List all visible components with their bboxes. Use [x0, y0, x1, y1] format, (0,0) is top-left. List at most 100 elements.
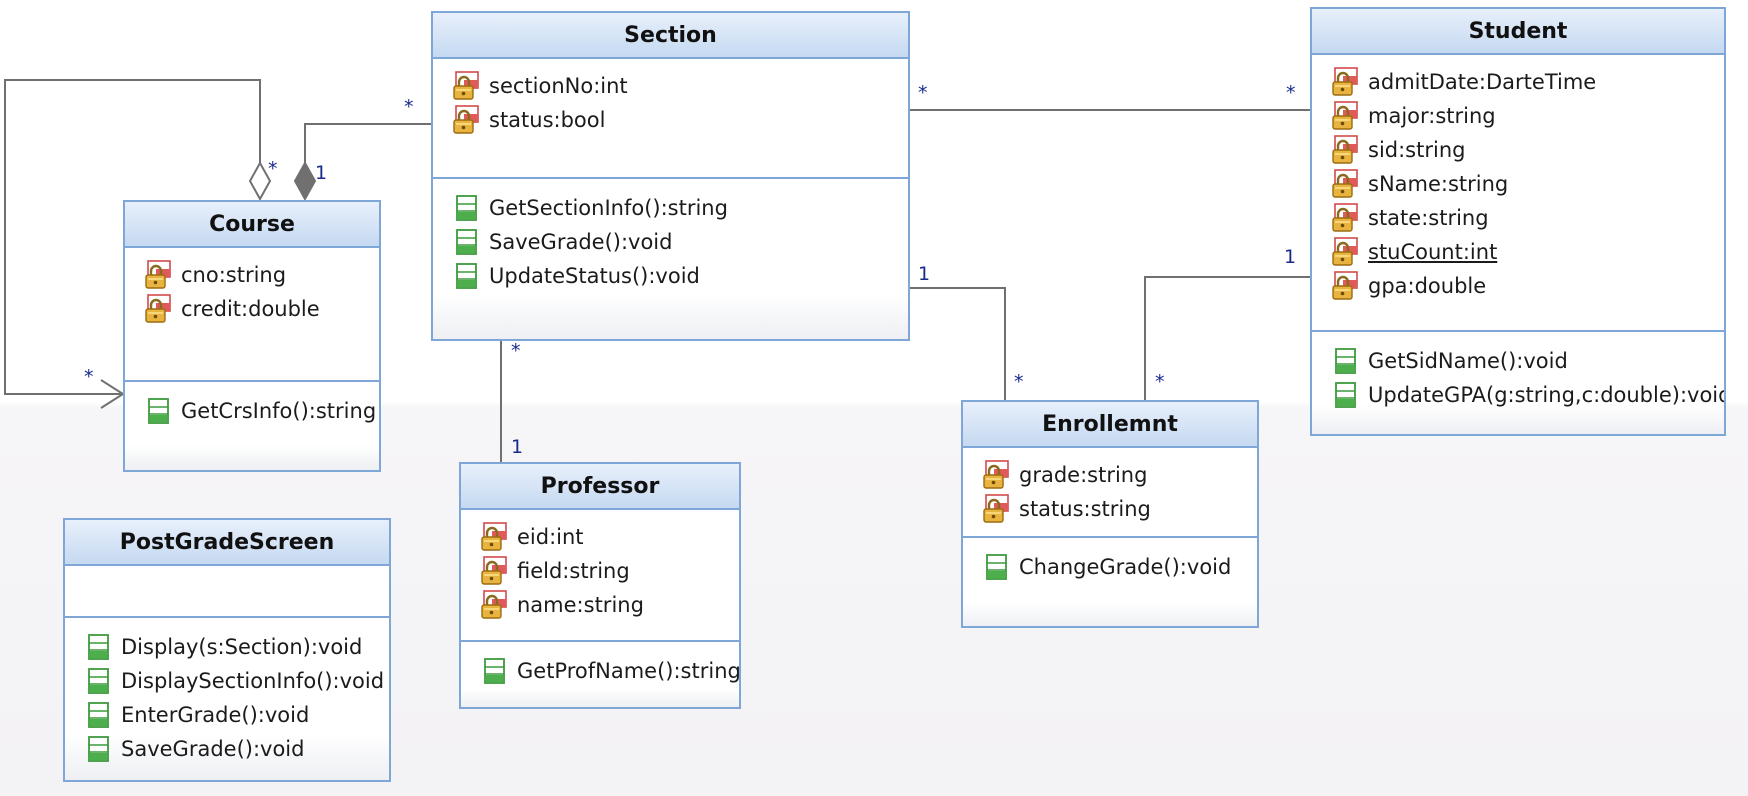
private-attribute-lock-icon: [145, 260, 171, 289]
private-attribute-lock-icon: [1332, 169, 1358, 198]
private-attribute-lock-icon: [1332, 271, 1358, 300]
attribute-row[interactable]: state:string: [1312, 201, 1724, 235]
operation-row[interactable]: DisplaySectionInfo():void: [65, 664, 389, 698]
public-operation-icon: [88, 634, 109, 660]
attribute-text: sid:string: [1368, 138, 1466, 162]
attribute-text: gpa:double: [1368, 274, 1487, 298]
attribute-row[interactable]: major:string: [1312, 99, 1724, 133]
attribute-text: major:string: [1368, 104, 1496, 128]
operation-row[interactable]: GetCrsInfo():string: [125, 394, 379, 428]
attributes-compartment: sectionNo:int status:bool: [433, 59, 908, 179]
public-operation-icon: [986, 554, 1007, 580]
operation-text: GetProfName():string: [517, 659, 741, 683]
private-attribute-lock-icon: [1332, 135, 1358, 164]
attribute-row[interactable]: sName:string: [1312, 167, 1724, 201]
operation-text: UpdateStatus():void: [489, 264, 700, 288]
attribute-text: name:string: [517, 593, 644, 617]
class-name: Section: [433, 13, 908, 59]
attribute-row[interactable]: gpa:double: [1312, 269, 1724, 303]
public-operation-icon: [456, 195, 477, 221]
multiplicity-student-enrollment-enrollment-end: *: [1155, 371, 1165, 393]
attribute-row[interactable]: grade:string: [963, 458, 1257, 492]
attribute-text: status:string: [1019, 497, 1151, 521]
course-section-composition-line: [304, 123, 431, 178]
public-operation-icon: [1335, 382, 1356, 408]
operation-row[interactable]: EnterGrade():void: [65, 698, 389, 732]
operation-row[interactable]: UpdateStatus():void: [433, 259, 908, 293]
section-class-box[interactable]: Section sectionNo:int status:bool GetSect…: [431, 11, 910, 341]
attribute-row[interactable]: status:bool: [433, 103, 908, 137]
attribute-row[interactable]: stuCount:int: [1312, 235, 1724, 269]
student-enrollment-association-line: [1144, 276, 1310, 400]
attributes-compartment: grade:string status:string: [963, 448, 1257, 538]
public-operation-icon: [88, 702, 109, 728]
private-attribute-lock-icon: [983, 494, 1009, 523]
multiplicity-section-professor-professor-end: 1: [511, 436, 524, 458]
attribute-row[interactable]: field:string: [461, 554, 739, 588]
attribute-text: stuCount:int: [1368, 240, 1498, 264]
multiplicity-section-student-student-end: *: [1286, 82, 1296, 104]
attribute-row[interactable]: credit:double: [125, 292, 379, 326]
operation-row[interactable]: SaveGrade():void: [433, 225, 908, 259]
operation-row[interactable]: GetSidName():void: [1312, 344, 1724, 378]
operation-text: ChangeGrade():void: [1019, 555, 1232, 579]
operation-text: DisplaySectionInfo():void: [121, 669, 385, 693]
attribute-row[interactable]: eid:int: [461, 520, 739, 554]
attribute-row[interactable]: name:string: [461, 588, 739, 622]
public-operation-icon: [88, 736, 109, 762]
operation-row[interactable]: GetProfName():string: [461, 654, 739, 688]
class-name: PostGradeScreen: [65, 520, 389, 566]
attribute-text: sectionNo:int: [489, 74, 628, 98]
operation-row[interactable]: Display(s:Section):void: [65, 630, 389, 664]
operation-text: Display(s:Section):void: [121, 635, 363, 659]
multiplicity-section-professor-section-end: *: [511, 340, 521, 362]
operation-row[interactable]: UpdateGPA(g:string,c:double):void: [1312, 378, 1724, 412]
private-attribute-lock-icon: [481, 522, 507, 551]
attributes-compartment: eid:int field:string name:string: [461, 510, 739, 642]
attributes-compartment: [65, 566, 389, 618]
operation-text: GetSidName():void: [1368, 349, 1568, 373]
multiplicity-course-self-bottom: *: [84, 366, 94, 388]
private-attribute-lock-icon: [453, 105, 479, 134]
public-operation-icon: [88, 668, 109, 694]
operation-row[interactable]: SaveGrade():void: [65, 732, 389, 766]
operation-text: GetSectionInfo():string: [489, 196, 728, 220]
operation-row[interactable]: ChangeGrade():void: [963, 550, 1257, 584]
attribute-text: status:bool: [489, 108, 606, 132]
private-attribute-lock-icon: [1332, 203, 1358, 232]
attribute-row[interactable]: sectionNo:int: [433, 69, 908, 103]
attribute-text: sName:string: [1368, 172, 1509, 196]
multiplicity-section-student-section-end: *: [918, 82, 928, 104]
attribute-row[interactable]: admitDate:DarteTime: [1312, 65, 1724, 99]
private-attribute-lock-icon: [453, 71, 479, 100]
section-enrollment-association-line: [910, 287, 1006, 400]
private-attribute-lock-icon: [1332, 237, 1358, 266]
attribute-row[interactable]: status:string: [963, 492, 1257, 526]
public-operation-icon: [148, 398, 169, 424]
private-attribute-lock-icon: [481, 556, 507, 585]
attribute-row[interactable]: sid:string: [1312, 133, 1724, 167]
public-operation-icon: [456, 263, 477, 289]
attribute-text: eid:int: [517, 525, 584, 549]
private-attribute-lock-icon: [145, 294, 171, 323]
attribute-row[interactable]: cno:string: [125, 258, 379, 292]
private-attribute-lock-icon: [1332, 67, 1358, 96]
private-attribute-lock-icon: [481, 590, 507, 619]
operation-text: UpdateGPA(g:string,c:double):void: [1368, 383, 1726, 407]
private-attribute-lock-icon: [1332, 101, 1358, 130]
attributes-compartment: admitDate:DarteTime major:string sid:strin…: [1312, 55, 1724, 332]
attribute-text: admitDate:DarteTime: [1368, 70, 1597, 94]
attribute-text: field:string: [517, 559, 630, 583]
multiplicity-student-enrollment-student-end: 1: [1284, 246, 1297, 268]
operation-row[interactable]: GetSectionInfo():string: [433, 191, 908, 225]
attribute-text: state:string: [1368, 206, 1489, 230]
multiplicity-section-enrollment-enrollment-end: *: [1014, 371, 1024, 393]
